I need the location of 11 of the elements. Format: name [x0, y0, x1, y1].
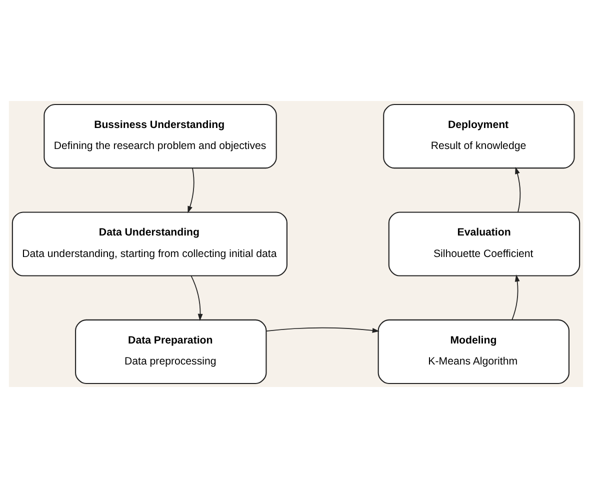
arrow — [266, 326, 380, 332]
arrow — [188, 167, 194, 213]
arrow — [515, 166, 521, 212]
node-box: Modeling K-Means Algorithm — [378, 318, 570, 384]
node-box: Deployment Result of knowledge — [383, 104, 575, 168]
node-box: Data Preparation Data preprocessing — [75, 318, 267, 384]
node-box: Evaluation Silhouette Coefficient — [388, 211, 580, 276]
arrow — [512, 274, 520, 320]
node-box: Data Understanding Data understanding, starting from collecting initial data — [12, 211, 288, 276]
arrow — [190, 274, 203, 320]
node-box: Bussiness Understanding Defining the research problem and objectives — [44, 104, 277, 168]
